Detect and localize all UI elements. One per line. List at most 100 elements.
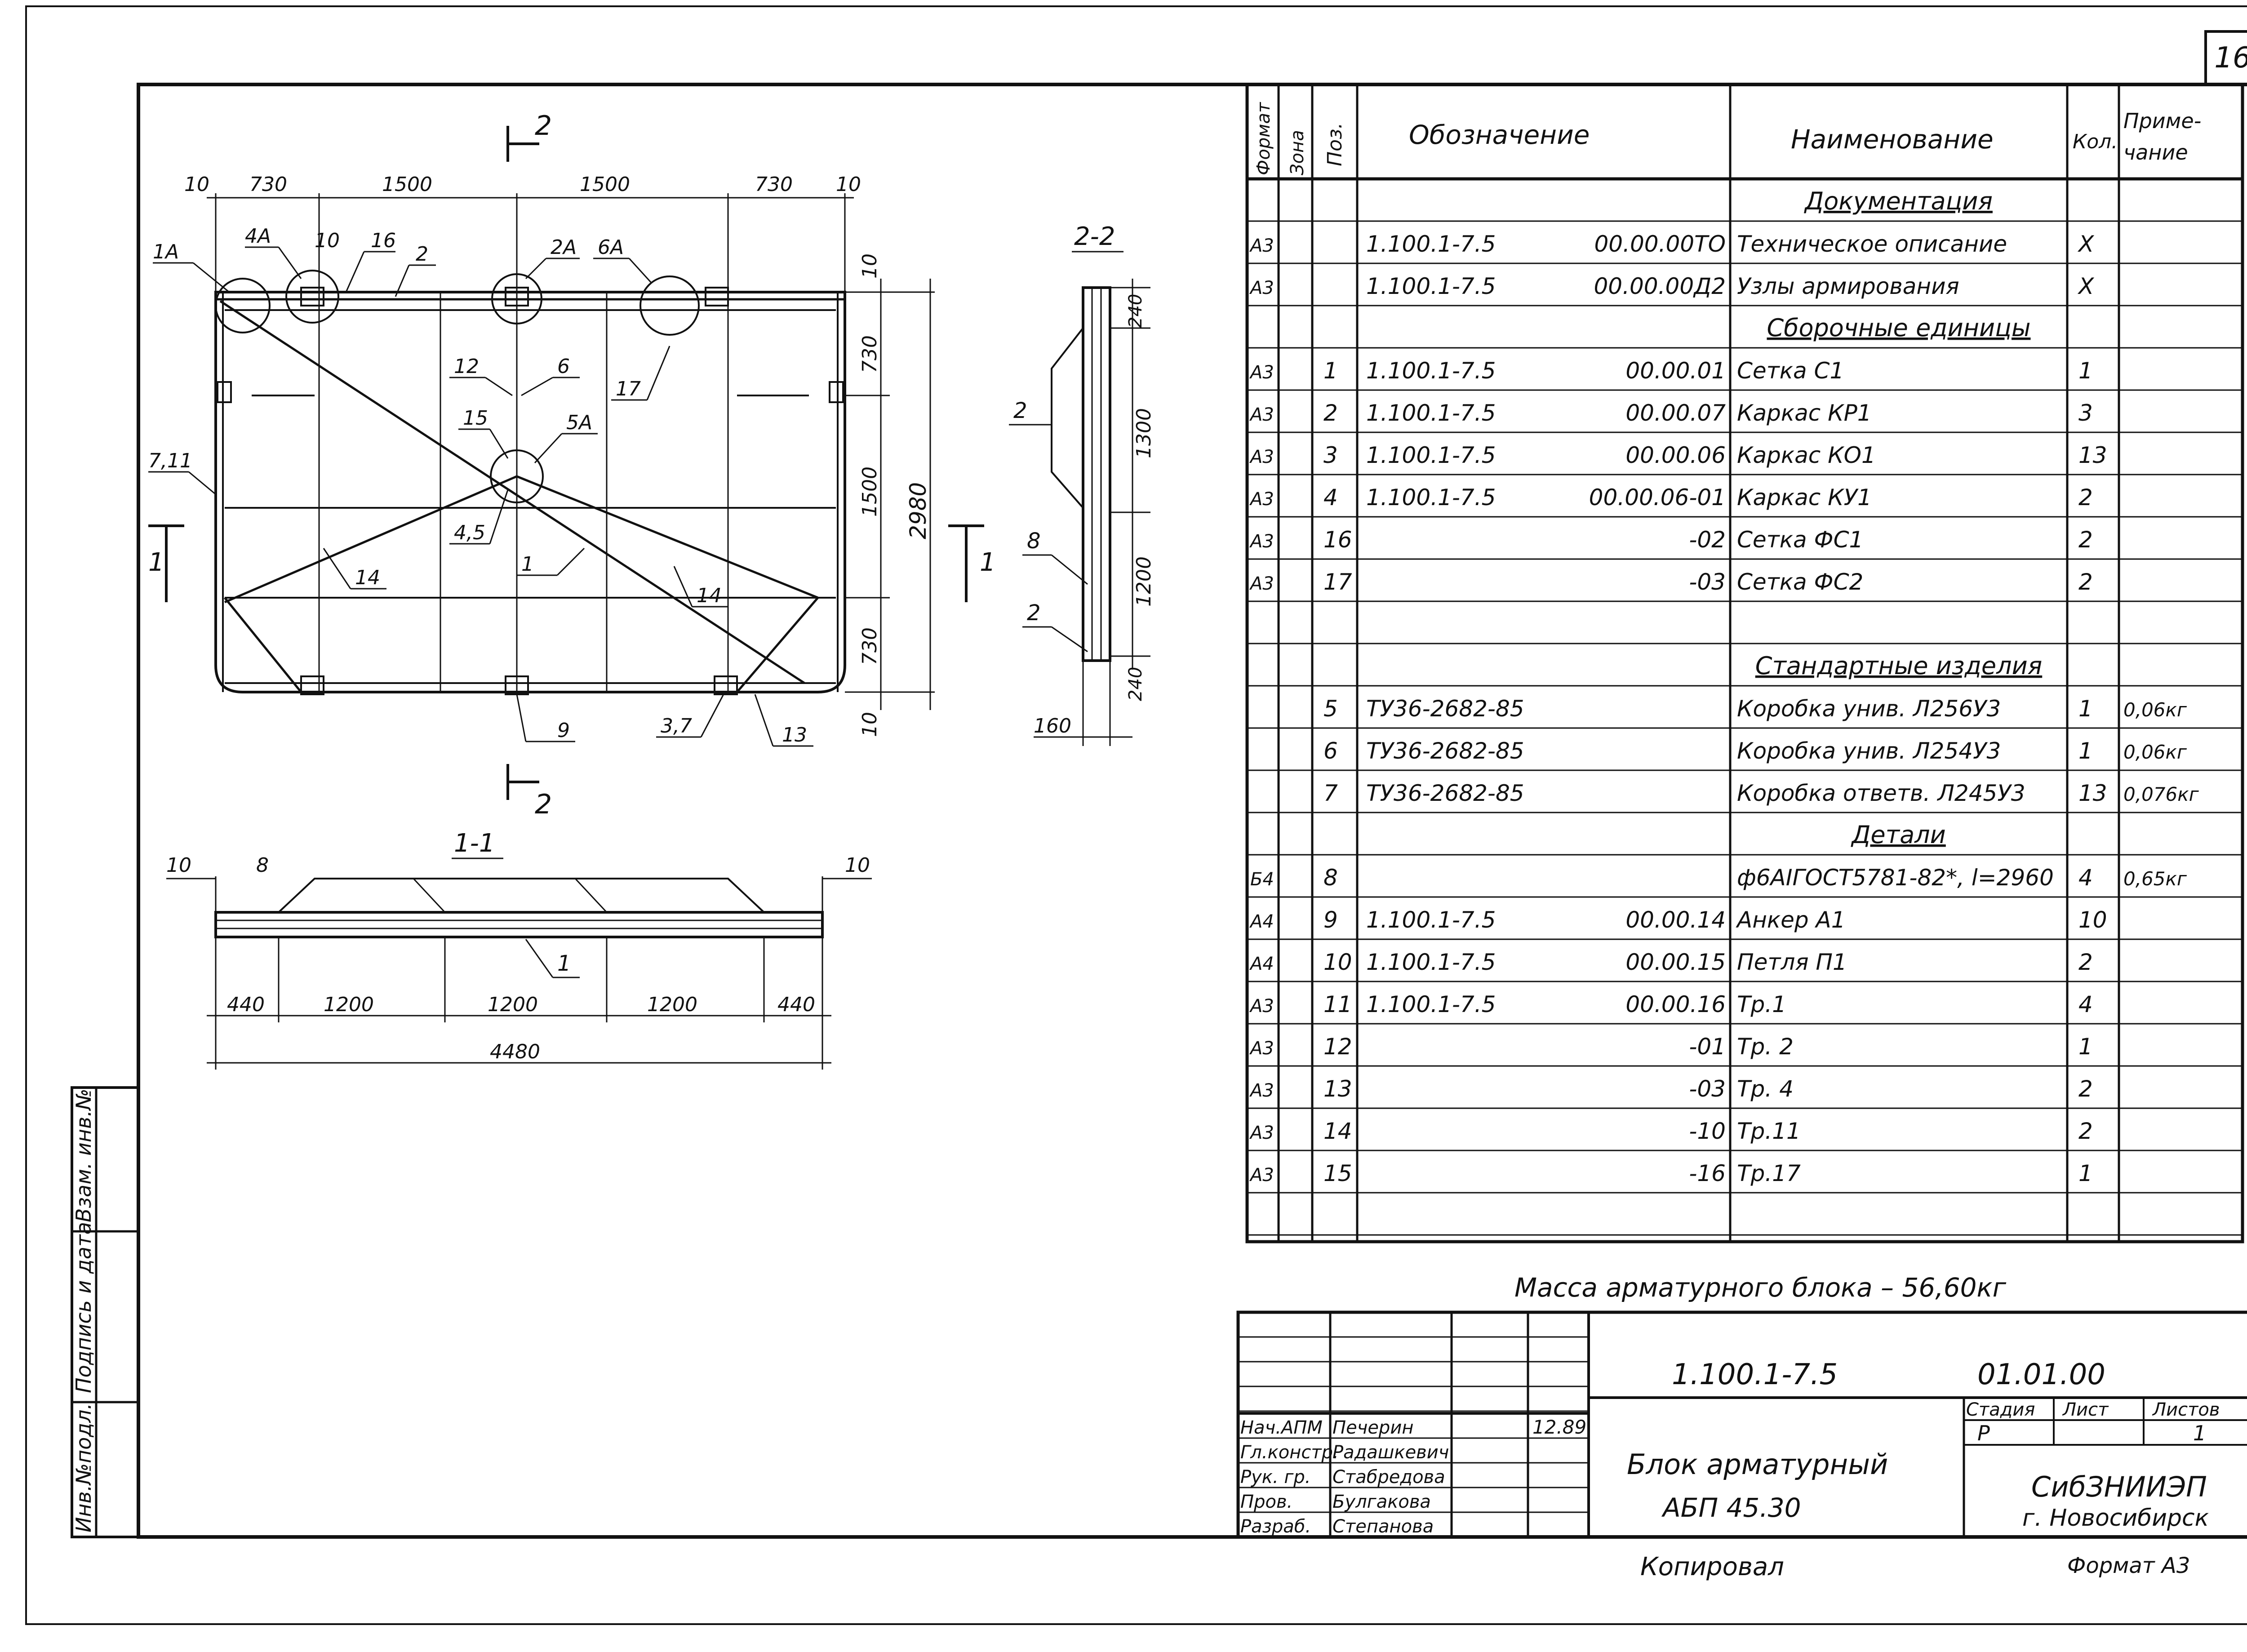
- spec-cell-code: 1.100.1-7.5: [1366, 273, 1496, 299]
- spec-cell-qty: 10: [2078, 907, 2107, 933]
- spec-cell-pos: 15: [1323, 1160, 1352, 1186]
- title-date: 12.89: [1532, 1416, 1586, 1438]
- title-doc-code: 1.100.1-7.5: [1672, 1358, 1838, 1391]
- spec-header-format: Формат: [1253, 102, 1274, 175]
- spec-cell-code2: 00.00.06-01: [1589, 484, 1726, 511]
- spec-cell-qty: 2: [2078, 484, 2093, 511]
- callout-14a: 14: [355, 566, 380, 589]
- callout-2: 2: [416, 243, 428, 266]
- callout-4-5: 4,5: [454, 521, 485, 544]
- s11-dim-440b: 440: [777, 993, 815, 1016]
- spec-cell-format: А3: [1249, 404, 1274, 425]
- spec-cell-pos: 10: [1323, 949, 1352, 975]
- spec-cell-code: ТУ36-2682-85: [1366, 780, 1524, 806]
- spec-cell-format: А3: [1249, 447, 1274, 467]
- spec-cell-code2: 00.00.16: [1625, 991, 1726, 1017]
- title-org1: СибЗНИИЭП: [2031, 1470, 2207, 1503]
- callout-14b: 14: [697, 584, 722, 607]
- spec-table: Формат Зона Поз. Обозначение Наименовани…: [1245, 83, 2244, 1243]
- spec-cell-format: А3: [1249, 1038, 1274, 1059]
- spec-cell-pos: 17: [1323, 569, 1352, 595]
- spec-cell-name: Анкер А1: [1736, 907, 1846, 933]
- s11-dim-10a: 10: [166, 854, 191, 877]
- spec-cell-qty: Х: [2077, 273, 2095, 299]
- side-stamp-inv-orig: Инв.№подл.: [71, 1403, 96, 1532]
- plan-dim-r10b: 10: [858, 712, 881, 737]
- spec-cell-code: 1.100.1-7.5: [1366, 949, 1496, 975]
- s22-dim-1200: 1200: [1132, 556, 1155, 607]
- staff-role: Пров.: [1240, 1492, 1292, 1512]
- spec-section-heading: Документация: [1804, 187, 1993, 215]
- spec-cell-name: Сетка ФС2: [1737, 569, 1863, 595]
- spec-cell-code: 1.100.1-7.5: [1366, 442, 1496, 468]
- spec-cell-pos: 12: [1323, 1034, 1352, 1060]
- callout-1: 1: [521, 553, 534, 576]
- spec-cell-code: 1.100.1-7.5: [1366, 484, 1496, 511]
- spec-cell-pos: 7: [1323, 780, 1338, 806]
- plan-dim-730a: 730: [249, 173, 287, 196]
- spec-cell-name: Тр. 4: [1737, 1076, 1794, 1102]
- footer-copied: Копировал: [1640, 1552, 1784, 1581]
- spec-cell-format: А3: [1249, 531, 1274, 552]
- spec-section-heading: Сборочные единицы: [1767, 314, 2030, 342]
- spec-cell-name: Коробка унив. Л256У3: [1737, 696, 2001, 722]
- plan-callouts: 1A 4A 10 16 2 2A 6A 12 6 15 5A 17 7,11 4…: [148, 225, 813, 747]
- plan-dim-730b: 730: [755, 173, 793, 196]
- title-sheet-label: Лист: [2062, 1399, 2109, 1420]
- spec-cell-code2: 00.00.15: [1625, 949, 1726, 975]
- spec-cell-pos: 16: [1323, 527, 1352, 553]
- spec-cell-pos: 4: [1323, 484, 1338, 511]
- spec-cell-qty: 13: [2078, 780, 2107, 806]
- spec-cell-code2: 00.00.01: [1625, 358, 1726, 384]
- callout-16: 16: [371, 229, 396, 252]
- spec-cell-qty: 2: [2078, 1118, 2093, 1144]
- spec-cell-format: Б4: [1250, 869, 1274, 890]
- spec-cell-format: А3: [1249, 1165, 1274, 1186]
- spec-cell-note: 0,65кг: [2123, 868, 2187, 890]
- s11-callout-1: 1: [557, 951, 571, 976]
- title-block: 1.100.1-7.5 01.01.00 Стадия Лист Листов …: [1236, 1310, 2247, 1539]
- spec-cell-note: 0,076кг: [2123, 783, 2199, 805]
- s11-dim-1200c: 1200: [647, 993, 697, 1016]
- spec-cell-format: А3: [1249, 1080, 1274, 1101]
- staff-name: Стабредова: [1332, 1467, 1445, 1488]
- staff-name: Булгакова: [1332, 1492, 1431, 1512]
- spec-cell-pos: 13: [1323, 1076, 1352, 1102]
- title-sheets: 1: [2193, 1421, 2206, 1445]
- plan-dim-r1500: 1500: [858, 466, 881, 517]
- spec-cell-qty: 4: [2078, 991, 2093, 1017]
- spec-cell-format: А3: [1249, 235, 1274, 256]
- staff-role: Нач.АПМ: [1240, 1417, 1323, 1438]
- spec-cell-name: Тр.1: [1737, 991, 1786, 1017]
- title-stage: Р: [1977, 1421, 1990, 1445]
- title-line1: Блок арматурный: [1627, 1448, 1888, 1481]
- spec-cell-qty: 1: [2078, 1034, 2093, 1060]
- spec-cell-name: Сетка С1: [1737, 358, 1844, 384]
- spec-cell-code2: -01: [1689, 1034, 1726, 1060]
- spec-cell-pos: 6: [1323, 738, 1338, 764]
- callout-10: 10: [315, 229, 340, 252]
- callout-5a: 5A: [566, 411, 592, 434]
- staff-role: Гл.констр.: [1240, 1442, 1339, 1463]
- s11-dim-1200b: 1200: [488, 993, 538, 1016]
- s22-dim-240a: 240: [1125, 294, 1146, 328]
- sheet-outer-edge: [25, 5, 2247, 1625]
- section-1-1: 1-1 10 8 10 1 440 1200 1200 1200 440 448…: [166, 829, 872, 1070]
- spec-cell-code2: -16: [1689, 1160, 1726, 1186]
- spec-cell-code: ТУ36-2682-85: [1366, 696, 1524, 722]
- title-doc-code2: 01.01.00: [1977, 1358, 2105, 1391]
- callout-13: 13: [782, 724, 807, 746]
- spec-cell-name: Сетка ФС1: [1737, 527, 1863, 553]
- spec-cell-pos: 3: [1323, 442, 1338, 468]
- side-stamp-sign-date: Подпись и дата: [71, 1222, 96, 1393]
- callout-7-11: 7,11: [148, 449, 192, 472]
- spec-row-lines: [1247, 220, 2243, 1236]
- plan-dim-10b: 10: [836, 173, 861, 196]
- sheet-number: 16: [2214, 41, 2247, 75]
- spec-section-heading: Детали: [1851, 821, 1946, 849]
- spec-cell-pos: 8: [1323, 865, 1338, 891]
- spec-cell-qty: 3: [2078, 400, 2093, 426]
- staff-role: Рук. гр.: [1240, 1467, 1311, 1488]
- s22-dim-240b: 240: [1125, 667, 1146, 701]
